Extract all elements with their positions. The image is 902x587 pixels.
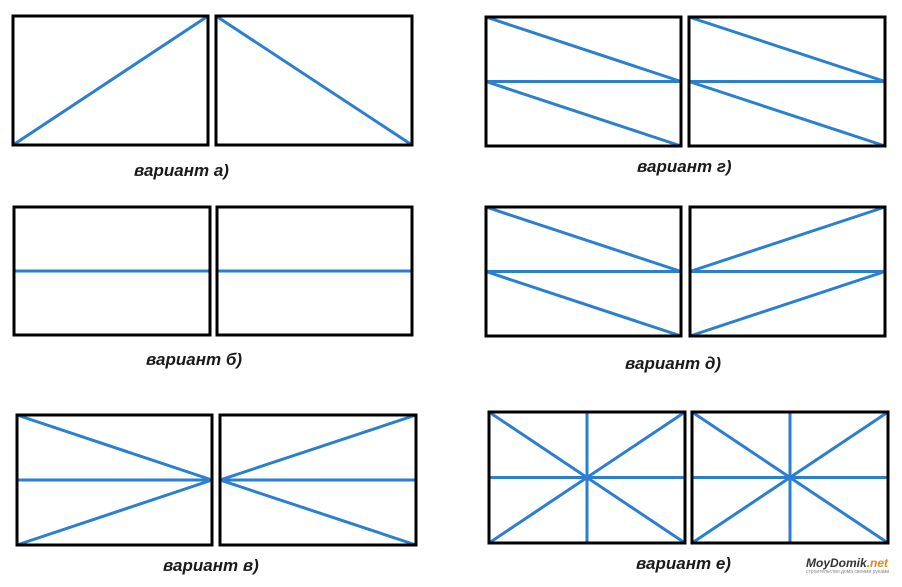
- line-g-right-lower: [687, 80, 887, 148]
- watermark-brand: MoyDomik: [806, 556, 867, 570]
- line-g-left-upper: [484, 15, 683, 83]
- line-g-right-upper: [687, 15, 887, 83]
- line-d-right-lower: [688, 270, 887, 338]
- line-a-right-diagonal: [214, 14, 414, 147]
- panel-frame-a-right: [214, 14, 414, 147]
- caption-variant-d: вариант д): [625, 354, 721, 373]
- line-v-right-lower: [218, 478, 418, 547]
- watermark-domain: .net: [866, 556, 889, 570]
- line-d-right-upper: [688, 205, 887, 273]
- caption-variant-e: вариант е): [636, 554, 731, 573]
- panel-frame-d-left: [484, 205, 683, 338]
- site-watermark-logo: MoyDomik.net строительство дома своими р…: [806, 556, 889, 575]
- panel-frame-b-right: [215, 205, 414, 337]
- panel-frame-a-left: [11, 14, 210, 147]
- line-d-left-lower: [484, 270, 683, 338]
- panel-frame-e-right: [690, 410, 890, 545]
- line-g-left-lower: [484, 80, 683, 148]
- caption-variant-v: вариант в): [163, 556, 259, 575]
- panel-frame-g-left: [484, 15, 683, 148]
- line-v-left-upper: [15, 413, 214, 482]
- line-a-left-diagonal: [11, 14, 210, 147]
- watermark-tagline: строительство дома своими руками: [806, 569, 890, 575]
- cut-lines-layer: [11, 14, 890, 547]
- panel-frame-v-left: [15, 413, 214, 547]
- panel-frame-v-right: [218, 413, 418, 547]
- caption-variant-g: вариант г): [637, 157, 732, 176]
- panel-frame-g-right: [687, 15, 887, 148]
- panel-frames-layer: [11, 14, 890, 547]
- caption-variant-b: вариант б): [146, 350, 243, 369]
- panel-frame-b-left: [12, 205, 212, 337]
- panel-frame-e-left: [487, 410, 687, 545]
- line-v-right-upper: [218, 413, 418, 482]
- line-d-left-upper: [484, 205, 683, 273]
- panel-frame-d-right: [688, 205, 887, 338]
- caption-variant-a: вариант а): [134, 161, 229, 180]
- line-v-left-lower: [15, 478, 214, 547]
